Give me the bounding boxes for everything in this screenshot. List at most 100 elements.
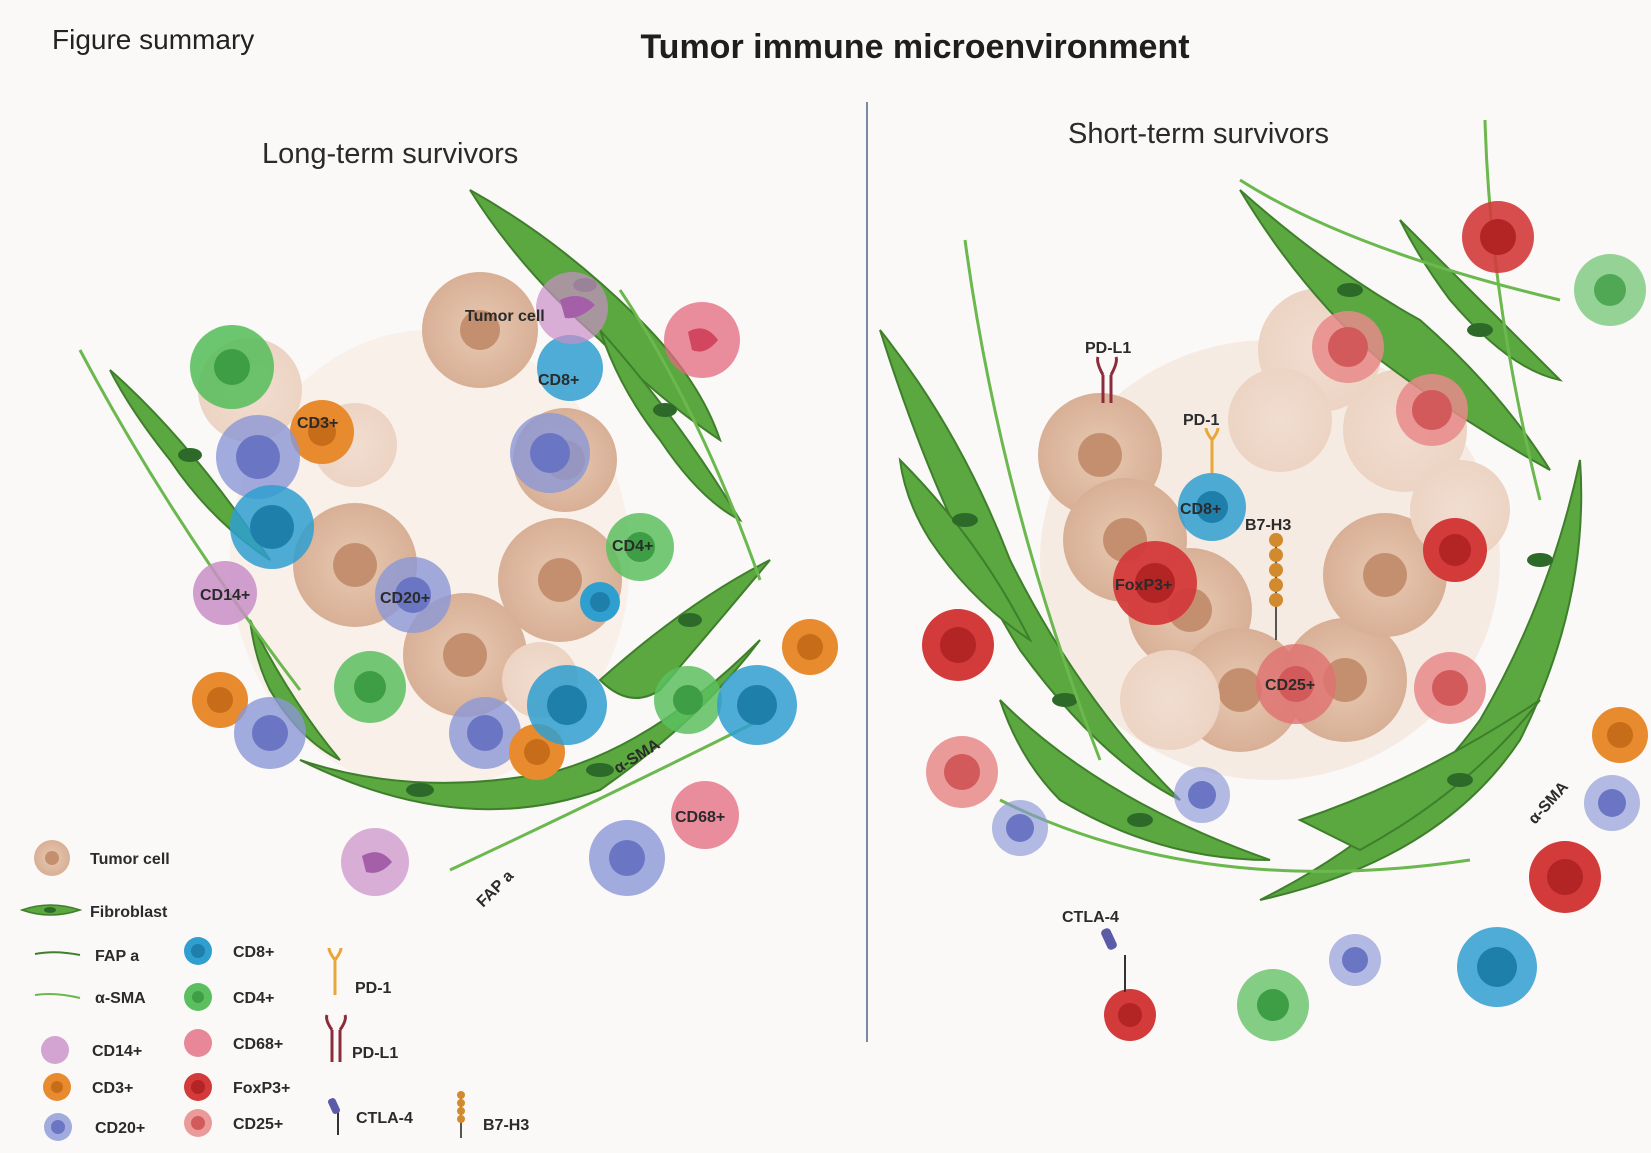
cd20-nucleus [252, 715, 288, 751]
legend-item: Tumor cell [34, 840, 170, 876]
fibres-right [963, 119, 1561, 873]
cd4-nucleus [625, 532, 655, 562]
cd8-icon [537, 335, 603, 401]
fibroblast-nuclei-right [952, 283, 1553, 827]
cd14-nucleus [560, 296, 595, 319]
legend: Tumor cell Fibroblast FAP a α-SMA CD14+ [19, 840, 529, 1141]
legend-item: B7-H3 [457, 1091, 529, 1138]
fibroblast-nucleus [1527, 553, 1553, 567]
cd25-nucleus [1432, 670, 1468, 706]
fibroblast-nucleus [586, 763, 614, 777]
cd25-nucleus [1328, 327, 1368, 367]
cd3-label: CD3+ [297, 415, 338, 432]
cd25-nucleus [1412, 390, 1452, 430]
tumor-cell-label: Tumor cell [465, 308, 545, 325]
cd68-nucleus [688, 328, 718, 352]
pd1-label: PD-1 [1183, 412, 1220, 429]
b7h3-icon [457, 1099, 465, 1107]
cd3-nucleus [524, 739, 550, 765]
ctla4-icon [1101, 928, 1126, 992]
foxp3-nucleus [1135, 563, 1175, 603]
receptors-right [1096, 356, 1283, 992]
fibroblasts-right [879, 189, 1583, 901]
fibres-left [78, 289, 762, 872]
short-term-scene: PD-L1 PD-1 CD8+ B7-H3 FoxP3+ CD25+ α-SMA… [879, 119, 1648, 1041]
cd8-label: CD8+ [538, 372, 579, 389]
alpha-sma-icon [78, 349, 302, 691]
alpha-sma-icon [963, 239, 1102, 761]
fibroblast-nucleus [406, 783, 434, 797]
cd25-nucleus [944, 754, 980, 790]
fibroblast-nucleus [952, 513, 978, 527]
legend-item: CD14+ [41, 1036, 142, 1064]
cd25-nucleus [1278, 666, 1314, 702]
cd14-nucleus [362, 852, 392, 873]
cd8-nucleus [737, 685, 777, 725]
cd25-label: CD25+ [1265, 677, 1315, 694]
long-term-scene: Tumor cell CD8+ CD3+ CD4+ CD14+ CD20+ α-… [78, 189, 838, 911]
cd4-label: CD4+ [612, 538, 653, 555]
alpha-sma-icon [999, 798, 1471, 873]
alpha-sma-icon [618, 289, 762, 581]
cd4-nucleus [354, 671, 386, 703]
b7h3-icon [457, 1115, 465, 1123]
cd3-nucleus [797, 634, 823, 660]
legend-label: CTLA-4 [356, 1110, 413, 1127]
cd20-nucleus [467, 715, 503, 751]
cd3-nucleus [308, 418, 336, 446]
figure-title: Tumor immune microenvironment [640, 28, 1190, 66]
cd20-nucleus [395, 577, 431, 613]
cd4-nucleus [1594, 274, 1626, 306]
legend-label: CD4+ [233, 990, 274, 1007]
fibroblast-icon [999, 699, 1271, 861]
cd20-label: CD20+ [380, 590, 430, 607]
short-term-panel-title: Short-term survivors [1068, 118, 1330, 150]
legend-item: PD-1 [327, 947, 392, 997]
legend-label: B7-H3 [483, 1117, 529, 1134]
fap-a-label: FAP a [474, 868, 517, 911]
cd8-nucleus [590, 592, 610, 612]
cd20-nucleus [1598, 789, 1626, 817]
legend-item: PD-L1 [325, 1014, 398, 1062]
pdl1-icon [325, 1014, 347, 1062]
pdl1-label: PD-L1 [1085, 340, 1131, 357]
cd8-label: CD8+ [1180, 501, 1221, 518]
legend-label: CD8+ [233, 944, 274, 961]
foxp3-nucleus [940, 627, 976, 663]
foxp3-label: FoxP3+ [1115, 577, 1172, 594]
legend-item: CD20+ [44, 1113, 145, 1141]
legend-label: FAP a [95, 948, 139, 965]
long-term-panel-title: Long-term survivors [262, 138, 519, 170]
cd4-nucleus [673, 685, 703, 715]
tumor-nucleus [45, 851, 59, 865]
legend-item: CTLA-4 [327, 1098, 413, 1135]
fibroblast-nucleus [1052, 693, 1078, 707]
legend-label: PD-L1 [352, 1045, 398, 1062]
tumor-nucleus [1218, 668, 1262, 712]
legend-item: FoxP3+ [184, 1073, 290, 1101]
figure-summary-label: Figure summary [52, 24, 255, 55]
cd4-nucleus [214, 349, 250, 385]
legend-label: CD14+ [92, 1043, 142, 1060]
cd68-label: CD68+ [675, 809, 725, 826]
fibroblast-icon [898, 457, 1033, 643]
pd1-icon [327, 947, 343, 995]
fibroblast-nucleus [44, 907, 56, 913]
foxp3-nucleus [1439, 534, 1471, 566]
tumor-nucleus [1078, 433, 1122, 477]
fap-a-icon [34, 951, 81, 956]
cd20-nucleus [1342, 947, 1368, 973]
fap-a-icon [1239, 178, 1561, 302]
fibroblast-nucleus [1447, 773, 1473, 787]
legend-item: CD4+ [184, 983, 274, 1011]
fibroblast-nucleus [653, 403, 677, 417]
tumor-cell-icon [1228, 368, 1332, 472]
cd14-icon [41, 1036, 69, 1064]
b7h3-icon [457, 1107, 465, 1115]
fibroblast-nucleus [678, 613, 702, 627]
legend-item: CD8+ [184, 937, 274, 965]
cd3-nucleus [1607, 722, 1633, 748]
fibroblast-nucleus [178, 448, 202, 462]
cd20-nucleus [236, 435, 280, 479]
tumor-nucleus [443, 633, 487, 677]
